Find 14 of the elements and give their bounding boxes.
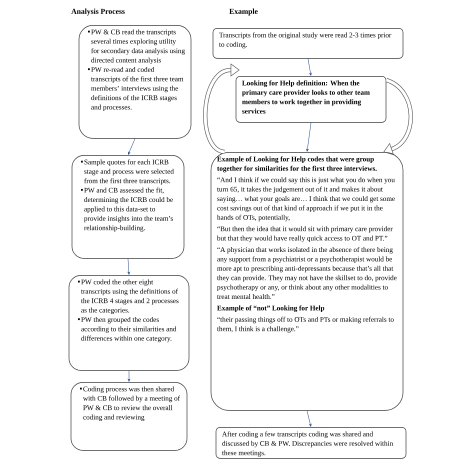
rounded-box — [72, 155, 184, 259]
text-box — [212, 28, 404, 59]
text-box — [216, 427, 406, 459]
text-box — [236, 76, 386, 123]
rounded-box — [78, 25, 192, 139]
rounded-box — [68, 275, 190, 371]
arrow — [306, 122, 312, 152]
arrow — [308, 58, 312, 76]
arrow — [128, 258, 130, 275]
rounded-box — [210, 152, 404, 411]
arrow — [128, 138, 136, 155]
rounded-box — [70, 382, 188, 451]
arrow — [128, 370, 130, 382]
arrow — [306, 410, 312, 427]
